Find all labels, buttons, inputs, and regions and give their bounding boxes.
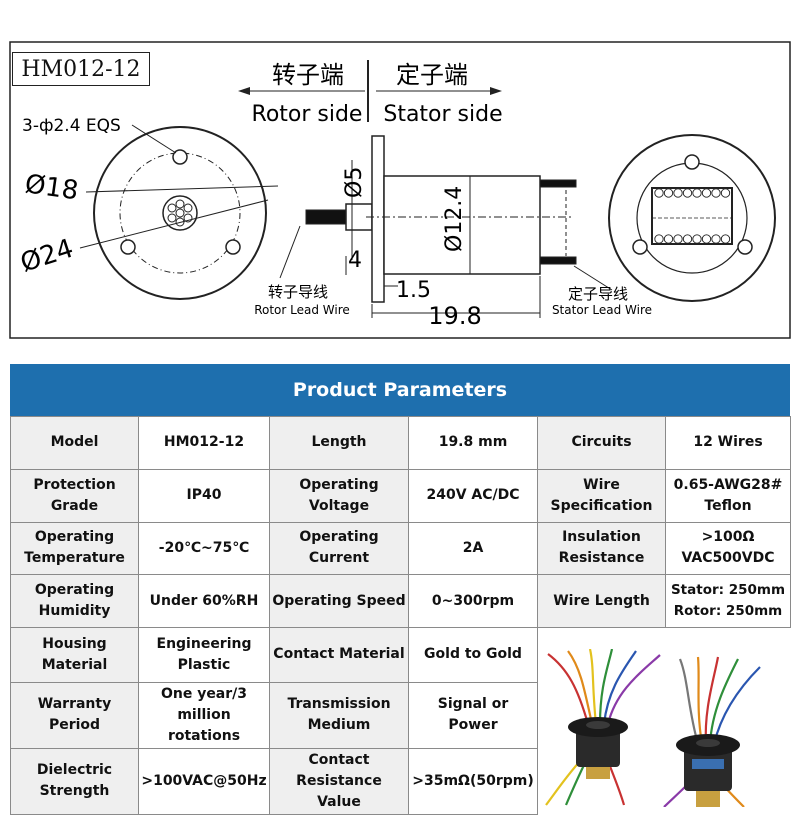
wire-end <box>682 188 693 198</box>
wire-end <box>720 188 731 198</box>
param-value: 0~300rpm <box>408 574 538 629</box>
rotor-wire-cn: 转子导线 <box>268 283 328 301</box>
mount-hole <box>632 239 648 255</box>
wire-end <box>720 234 731 244</box>
wire-end <box>711 188 721 198</box>
technical-drawing: 转子端 Rotor side 定子端 Stator side 3-ф2.4 EQ… <box>9 41 791 339</box>
rotor-side-cn: 转子端 <box>272 61 344 89</box>
wire-end <box>701 234 712 244</box>
param-value: Stator: 250mm Rotor: 250mm <box>665 574 791 629</box>
param-value: Gold to Gold <box>408 627 538 683</box>
wire-end <box>673 234 683 244</box>
param-label: Transmission Medium <box>269 681 409 749</box>
table-row: Operating Temperature -20℃~75℃ Operating… <box>10 521 791 576</box>
product-parameters: Product Parameters Model HM012-12 Length… <box>10 364 791 815</box>
param-value: IP40 <box>138 468 270 523</box>
param-label: Housing Material <box>10 627 139 683</box>
wire-end <box>682 234 693 244</box>
param-value: One year/3 million rotations <box>138 681 270 749</box>
stator-wire-en: Stator Lead Wire <box>552 303 652 317</box>
table-row: Warranty Period One year/3 million rotat… <box>10 681 791 749</box>
param-label: Operating Temperature <box>10 521 139 576</box>
param-value: Signal or Power <box>408 681 538 749</box>
rotor-side-en: Rotor side <box>252 102 363 127</box>
wire-end <box>654 188 664 198</box>
param-label: Wire Specification <box>537 468 666 523</box>
stator-side-cn: 定子端 <box>396 61 468 89</box>
param-label: Length <box>269 416 409 470</box>
wire-end <box>701 188 712 198</box>
table-row: Housing Material Engineering Plastic Con… <box>10 627 791 815</box>
param-label: Model <box>10 416 139 470</box>
dia-24-label: Ø24 <box>17 234 77 279</box>
slip-ring-photo <box>545 648 761 808</box>
params-title: Product Parameters <box>10 364 790 416</box>
rotor-flange-view <box>79 124 279 300</box>
param-value: Under 60%RH <box>138 574 270 629</box>
param-value: >35mΩ(50rpm) <box>408 747 538 815</box>
wire-end <box>673 188 683 198</box>
drawing-frame <box>9 41 791 339</box>
table-row: Protection Grade IP40 Operating Voltage … <box>10 468 791 523</box>
param-value: HM012-12 <box>138 416 270 470</box>
param-value: >100VAC@50Hz <box>138 747 270 815</box>
mount-hole <box>225 239 241 255</box>
mount-hole <box>172 149 188 165</box>
dim-19-8-label: 19.8 <box>428 302 481 330</box>
table-row: Operating Humidity Under 60%RH Operating… <box>10 574 791 629</box>
side-view <box>279 135 613 318</box>
wire-end <box>654 234 664 244</box>
param-label: Operating Humidity <box>10 574 139 629</box>
param-label: Contact Material <box>269 627 409 683</box>
param-label: Operating Speed <box>269 574 409 629</box>
direction-header <box>238 60 502 122</box>
param-value: 240V AC/DC <box>408 468 538 523</box>
stator-wire-cn: 定子导线 <box>568 285 628 303</box>
param-value: 12 Wires <box>665 416 791 470</box>
stator-flange-view <box>608 134 776 302</box>
param-value: >100Ω VAC500VDC <box>665 521 791 576</box>
mount-hole <box>120 239 136 255</box>
param-value: -20℃~75℃ <box>138 521 270 576</box>
dia-12-label: Ø12.4 <box>442 186 467 252</box>
param-value: 2A <box>408 521 538 576</box>
wire-end <box>663 234 674 244</box>
product-photo <box>537 627 791 815</box>
param-label: Contact Resistance Value <box>269 747 409 815</box>
param-value: Engineering Plastic <box>138 627 270 683</box>
wire-end <box>692 234 702 244</box>
param-value: 19.8 mm <box>408 416 538 470</box>
param-label: Warranty Period <box>10 681 139 749</box>
mount-hole <box>737 239 753 255</box>
holes-label: 3-ф2.4 EQS <box>22 116 121 136</box>
wire-end <box>711 234 721 244</box>
dim-4-label: 4 <box>348 248 362 273</box>
dia-18-label: Ø18 <box>23 169 80 206</box>
param-label: Wire Length <box>537 574 666 629</box>
param-value: 0.65-AWG28# Teflon <box>665 468 791 523</box>
param-label: Operating Voltage <box>269 468 409 523</box>
param-label: Dielectric Strength <box>10 747 139 815</box>
param-label: Circuits <box>537 416 666 470</box>
param-label: Protection Grade <box>10 468 139 523</box>
dia-5-label: Ø5 <box>342 167 367 198</box>
mount-hole <box>684 154 700 170</box>
param-label: Insulation Resistance <box>537 521 666 576</box>
wire-end <box>663 188 674 198</box>
params-table: Model HM012-12 Length 19.8 mm Circuits 1… <box>10 416 791 815</box>
model-label-box: HM012-12 <box>12 52 150 86</box>
rotor-wire-en: Rotor Lead Wire <box>254 303 350 317</box>
stator-side-en: Stator side <box>383 102 502 127</box>
dim-1-5-label: 1.5 <box>396 278 431 303</box>
table-row: Model HM012-12 Length 19.8 mm Circuits 1… <box>10 416 791 470</box>
param-label: Operating Current <box>269 521 409 576</box>
wire-end <box>692 188 702 198</box>
